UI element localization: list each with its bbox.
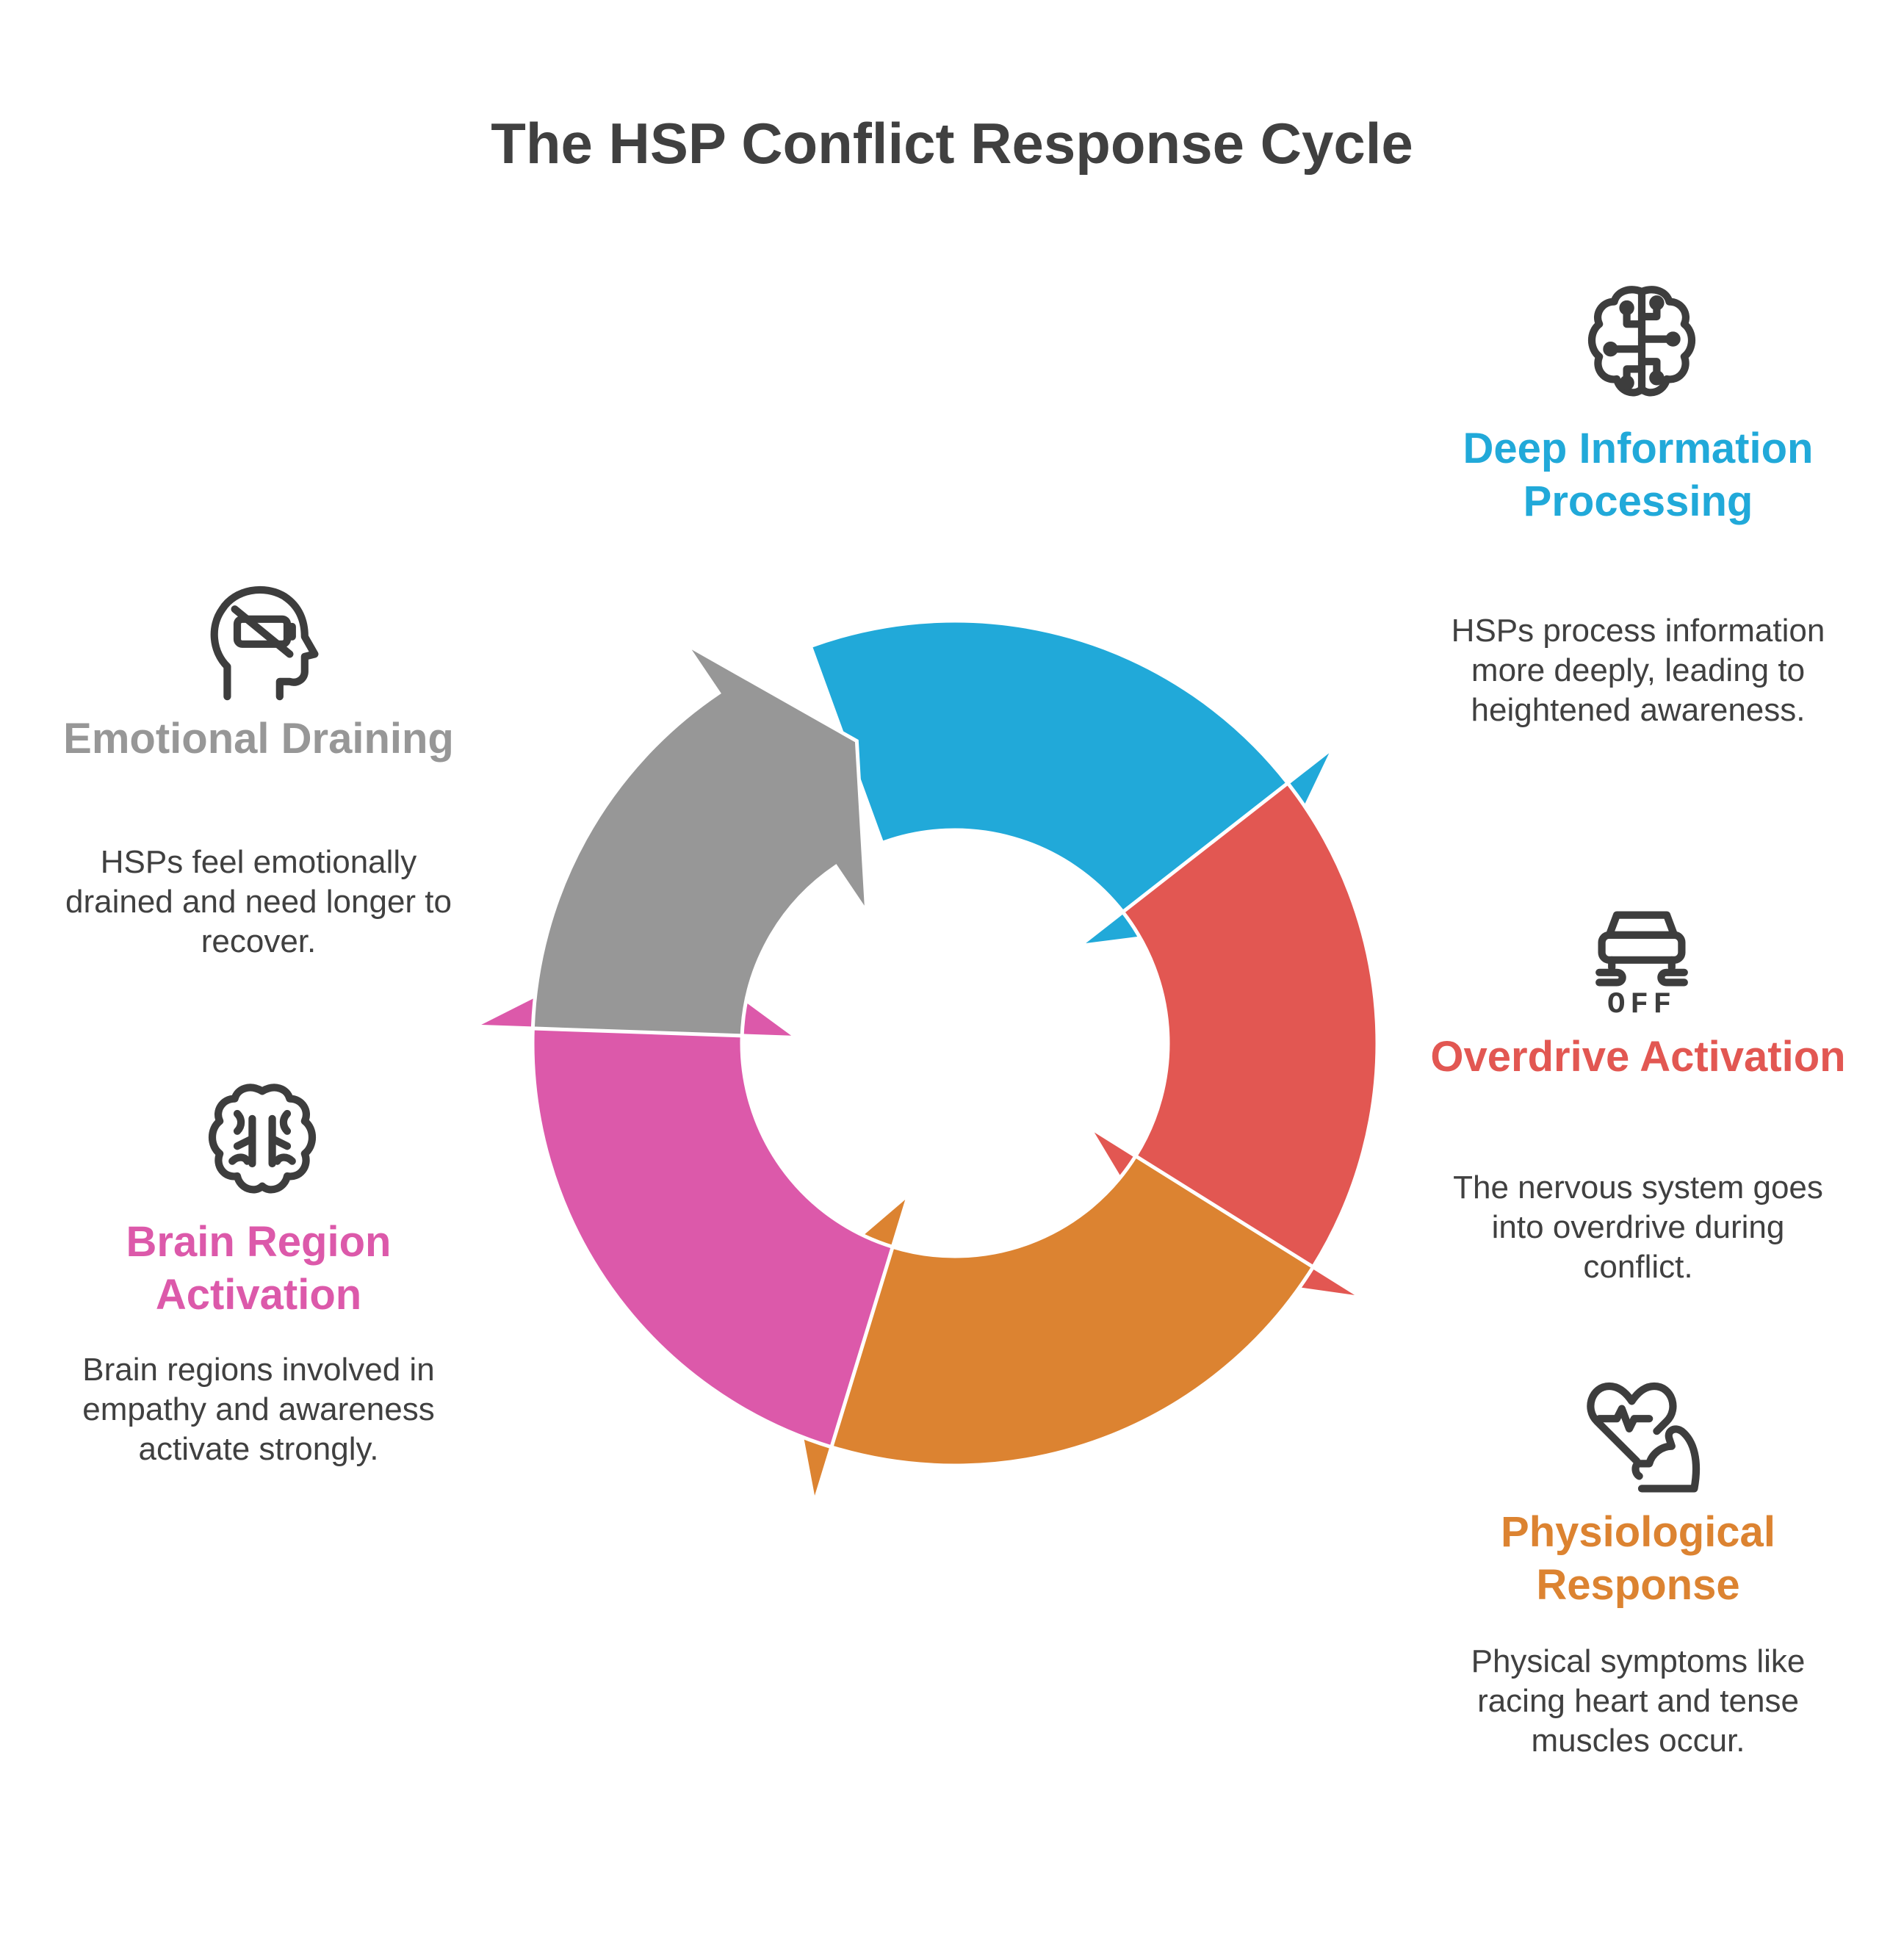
cycle-arrows <box>473 619 1380 1504</box>
heart-muscle-icon <box>1579 1374 1704 1499</box>
step-desc-brain-region-activation: Brain regions involved in empathy and aw… <box>82 1352 435 1467</box>
step-title-physiological-response: Physiological Response <box>1501 1508 1775 1609</box>
brain-icon <box>200 1076 325 1201</box>
page-title: The HSP Conflict Response Cycle <box>491 111 1413 176</box>
cycle-arrow-emotional-draining <box>530 642 869 1038</box>
step-title-emotional-draining: Emotional Draining <box>63 715 454 763</box>
head-battery-icon <box>200 577 325 702</box>
cycle-arrow-overdrive-activation <box>1087 780 1380 1300</box>
step-desc-deep-information-processing: HSPs process information more deeply, le… <box>1451 613 1825 728</box>
cycle-arrow-brain-region-activation <box>473 932 895 1450</box>
car-off-label: OFF <box>1607 988 1676 1017</box>
step-desc-emotional-draining: HSPs feel emotionally drained and need l… <box>65 844 452 959</box>
cycle-arrow-physiological-response <box>775 1153 1316 1504</box>
brain-circuit-icon <box>1579 279 1704 404</box>
step-desc-physiological-response: Physical symptoms like racing heart and … <box>1471 1643 1806 1759</box>
step-desc-overdrive-activation: The nervous system goes into overdrive d… <box>1453 1169 1823 1285</box>
car-off-icon: OFF <box>1579 893 1704 1017</box>
step-title-deep-information-processing: Deep Information Processing <box>1463 425 1814 525</box>
step-title-overdrive-activation: Overdrive Activation <box>1430 1033 1846 1081</box>
step-title-brain-region-activation: Brain Region Activation <box>126 1218 392 1319</box>
